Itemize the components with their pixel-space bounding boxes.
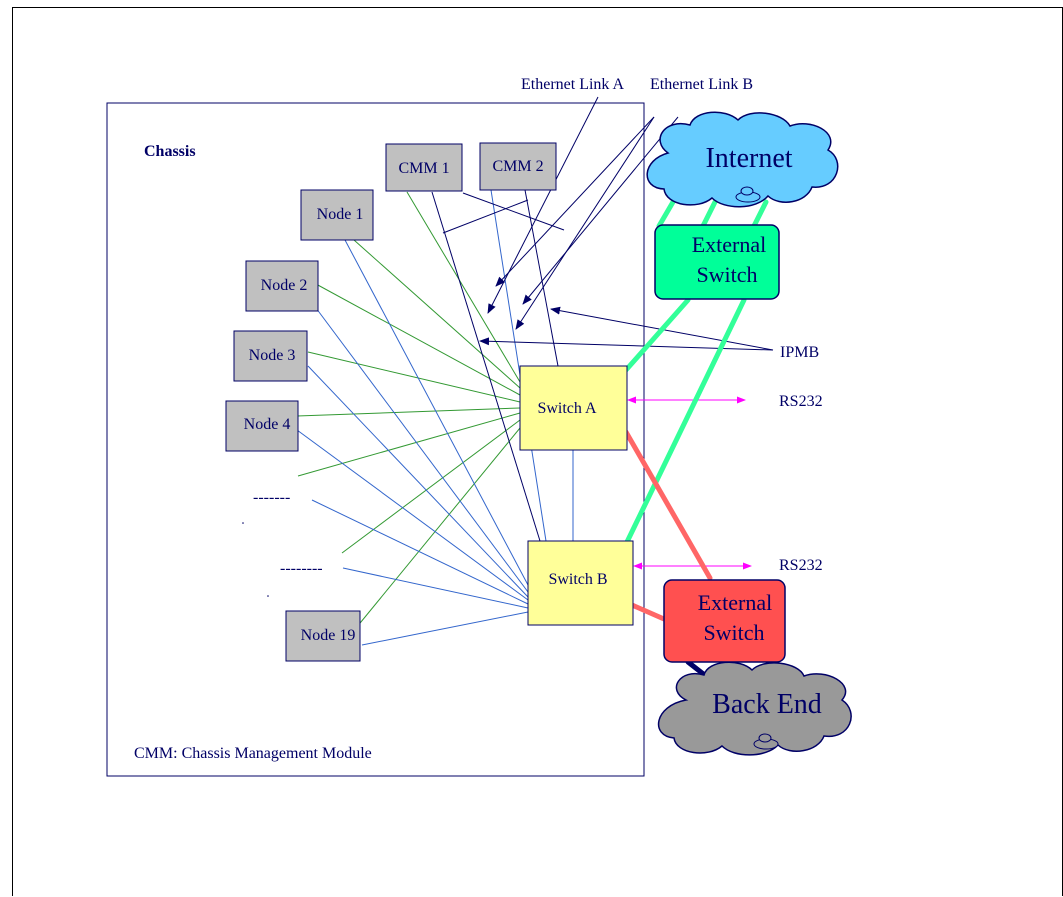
chassis-label: Chassis [144, 143, 196, 160]
switch-b-label: Switch B [548, 571, 607, 588]
node-4-label: Node 4 [244, 416, 291, 433]
chassis-note: CMM: Chassis Management Module [134, 745, 372, 762]
ethernet-link-b-label: Ethernet Link B [650, 76, 753, 93]
switch-b[interactable] [527, 540, 634, 626]
internet-label: Internet [705, 143, 792, 174]
node-2[interactable] [245, 260, 319, 312]
stray-dot [267, 595, 269, 597]
ethernet-link-a-label: Ethernet Link A [521, 76, 625, 93]
rs232-label-a: RS232 [779, 393, 823, 410]
cmm-1[interactable] [385, 143, 463, 192]
switch-b-node-links [296, 189, 574, 646]
switch-a-node-links [296, 191, 521, 629]
ipmb-label: IPMB [780, 344, 819, 361]
stray-dot [242, 522, 244, 524]
cmm-1-label: CMM 1 [398, 160, 449, 177]
switch-a[interactable] [519, 365, 628, 451]
external-switch-top[interactable] [654, 224, 780, 300]
ethernet-link-arrows [487, 96, 679, 330]
back-end-cloud-icon: Back End [657, 661, 852, 756]
backend-links [623, 429, 713, 622]
cmm-2[interactable] [479, 142, 557, 191]
node-19-label: Node 19 [301, 627, 356, 644]
external-switch-bottom[interactable] [663, 579, 786, 663]
node-1-label: Node 1 [317, 206, 364, 223]
switch-a-label: Switch A [537, 400, 597, 417]
node-3[interactable] [233, 330, 308, 382]
external-switch-top-label-1: External [692, 232, 767, 257]
back-end-label: Back End [712, 689, 822, 720]
cmm-2-label: CMM 2 [492, 158, 543, 175]
external-switch-bottom-label-1: External [698, 590, 773, 615]
node-4[interactable] [225, 400, 299, 452]
node-2-label: Node 2 [261, 277, 308, 294]
internet-cloud-icon: Internet [646, 111, 839, 208]
nodes-ellipsis-2: -------- [280, 560, 323, 577]
cmm-links [431, 189, 565, 542]
node-19[interactable] [285, 610, 361, 662]
node-1[interactable] [300, 189, 374, 241]
internet-uplinks [623, 199, 769, 545]
external-switch-top-label-2: Switch [696, 262, 757, 287]
external-switch-bottom-label-2: Switch [703, 620, 764, 645]
rs232-label-b: RS232 [779, 557, 823, 574]
node-3-label: Node 3 [249, 347, 296, 364]
nodes-ellipsis-1: ------- [253, 489, 290, 506]
